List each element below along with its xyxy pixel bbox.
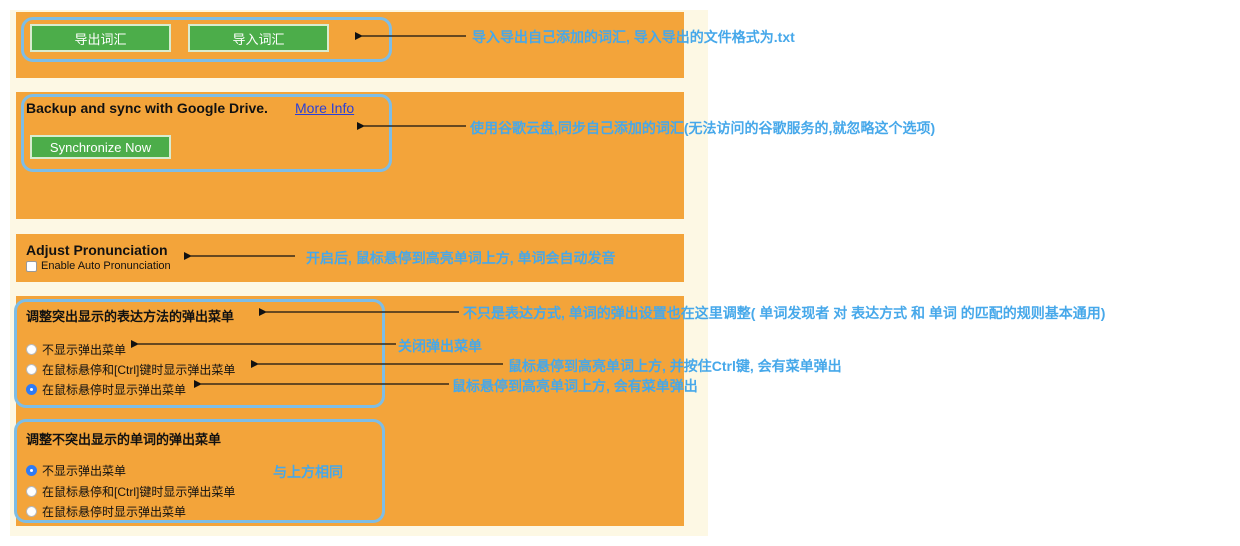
radio-button-selected[interactable] <box>26 465 37 476</box>
highlight-frame-popup-highlighted <box>14 299 385 408</box>
option-label: 在鼠标悬停和[Ctrl]键时显示弹出菜单 <box>42 485 236 499</box>
pronunciation-heading: Adjust Pronunciation <box>26 242 168 258</box>
popup-settings-panel <box>16 296 684 526</box>
annotation-same-as-above: 与上方相同 <box>273 464 343 480</box>
import-wordlist-button[interactable]: 导入词汇 <box>188 24 329 52</box>
popup-highlighted-heading: 调整突出显示的表达方法的弹出菜单 <box>26 309 235 324</box>
option-label: 在鼠标悬停和[Ctrl]键时显示弹出菜单 <box>42 363 236 377</box>
highlight-frame-sync <box>21 94 392 172</box>
popup-not-highlighted-option-ctrl[interactable]: 在鼠标悬停和[Ctrl]键时显示弹出菜单 <box>26 483 235 500</box>
annotation-popup-hover: 鼠标悬停到高亮单词上方, 会有菜单弹出 <box>452 378 698 394</box>
auto-pronunciation-checkbox[interactable] <box>26 260 37 272</box>
highlight-frame-wordlist <box>21 17 392 62</box>
annotation-import-export: 导入导出自己添加的词汇, 导入导出的文件格式为.txt <box>472 29 795 45</box>
annotation-popup-intro: 不只是表达方式, 单词的弹出设置也在这里调整( 单词发现者 对 表达方式 和 单… <box>463 305 1106 321</box>
option-label: 在鼠标悬停时显示弹出菜单 <box>42 383 187 397</box>
popup-not-highlighted-option-off[interactable]: 不显示弹出菜单 <box>26 462 126 479</box>
radio-button[interactable] <box>26 364 37 375</box>
popup-highlighted-option-ctrl[interactable]: 在鼠标悬停和[Ctrl]键时显示弹出菜单 <box>26 361 235 378</box>
popup-highlighted-option-hover[interactable]: 在鼠标悬停时显示弹出菜单 <box>26 381 186 398</box>
annotation-popup-ctrl: 鼠标悬停到高亮单词上方, 并按住Ctrl键, 会有菜单弹出 <box>508 358 842 374</box>
popup-not-highlighted-option-hover[interactable]: 在鼠标悬停时显示弹出菜单 <box>26 503 186 520</box>
highlight-frame-popup-not-highlighted <box>14 419 385 523</box>
annotation-pronunciation: 开启后, 鼠标悬停到高亮单词上方, 单词会自动发音 <box>306 250 616 266</box>
popup-highlighted-option-off[interactable]: 不显示弹出菜单 <box>26 341 126 358</box>
auto-pronunciation-option[interactable]: Enable Auto Pronunciation <box>26 260 171 272</box>
popup-not-highlighted-heading: 调整不突出显示的单词的弹出菜单 <box>26 432 222 447</box>
sync-heading: Backup and sync with Google Drive. <box>26 100 268 116</box>
export-wordlist-button[interactable]: 导出词汇 <box>30 24 171 52</box>
option-label: 在鼠标悬停时显示弹出菜单 <box>42 505 187 519</box>
radio-button-selected[interactable] <box>26 384 37 395</box>
radio-button[interactable] <box>26 506 37 517</box>
auto-pronunciation-label: Enable Auto Pronunciation <box>41 260 171 272</box>
synchronize-now-button[interactable]: Synchronize Now <box>30 135 171 159</box>
radio-button[interactable] <box>26 344 37 355</box>
option-label: 不显示弹出菜单 <box>42 343 127 357</box>
annotation-google-drive: 使用谷歌云盘,同步自己添加的词汇(无法访问的谷歌服务的,就忽略这个选项) <box>470 120 936 136</box>
more-info-link[interactable]: More Info <box>295 100 355 116</box>
annotation-popup-off: 关闭弹出菜单 <box>398 338 482 354</box>
pronunciation-panel <box>16 234 684 282</box>
radio-button[interactable] <box>26 486 37 497</box>
option-label: 不显示弹出菜单 <box>42 464 127 478</box>
